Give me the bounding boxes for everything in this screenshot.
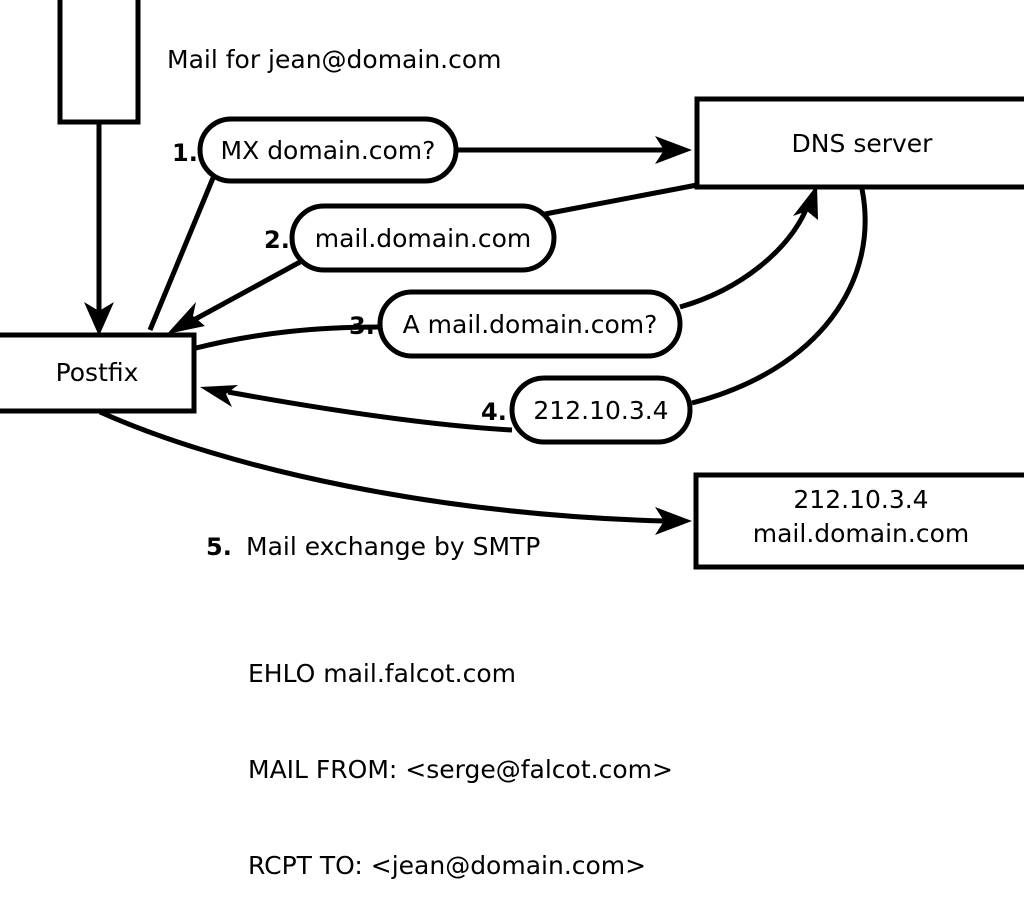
smtp-transcript: EHLO mail.falcot.com MAIL FROM: <serge@f…	[248, 594, 673, 919]
callout-step-4: 212.10.3.4	[509, 375, 693, 445]
transcript-line: EHLO mail.falcot.com	[248, 659, 517, 688]
callout-step-1-label: MX domain.com?	[221, 136, 436, 165]
node-dns-box: DNS server	[694, 96, 1024, 190]
callout-step-2-label: mail.domain.com	[315, 224, 531, 253]
transcript-line: MAIL FROM: <serge@falcot.com>	[248, 755, 673, 784]
mail-for-caption: Mail for jean@domain.com	[167, 45, 502, 74]
edge-postfix-to-mailserver	[98, 409, 692, 535]
edge-step1-to-dns	[452, 136, 692, 164]
node-postfix-box: Postfix	[0, 332, 197, 414]
step-number-2: 2.	[264, 226, 290, 254]
edge-step4-to-postfix	[200, 385, 513, 433]
edge-dns-to-step4	[691, 188, 868, 406]
edge-postfix-to-step1	[147, 177, 216, 331]
callout-step-3-label: A mail.domain.com?	[403, 310, 658, 339]
node-client-box	[57, 0, 141, 125]
edge-dns-to-step2	[544, 182, 698, 217]
callout-step-1: MX domain.com?	[197, 116, 459, 184]
node-mailserver-hostname: mail.domain.com	[753, 519, 969, 548]
node-mailserver-ip: 212.10.3.4	[793, 485, 928, 514]
callout-step-4-label: 212.10.3.4	[533, 396, 668, 425]
node-postfix-label: Postfix	[56, 358, 139, 387]
transcript-line: RCPT TO: <jean@domain.com>	[248, 851, 647, 880]
step-number-1: 1.	[172, 139, 198, 167]
edge-step3-to-dns	[679, 185, 818, 310]
node-mailserver-box: 212.10.3.4 mail.domain.com	[693, 472, 1024, 570]
callout-step-3: A mail.domain.com?	[377, 289, 683, 359]
edge-step2-to-postfix	[167, 259, 302, 334]
step-number-4: 4.	[481, 398, 507, 426]
step-5-label: Mail exchange by SMTP	[246, 532, 540, 561]
node-dns-label: DNS server	[792, 129, 934, 158]
edge-client-to-postfix	[84, 124, 114, 336]
edge-postfix-to-step3	[195, 324, 381, 351]
callout-step-2: mail.domain.com	[289, 203, 557, 273]
step-number-3: 3.	[349, 312, 375, 340]
step-number-5: 5.	[206, 533, 232, 561]
